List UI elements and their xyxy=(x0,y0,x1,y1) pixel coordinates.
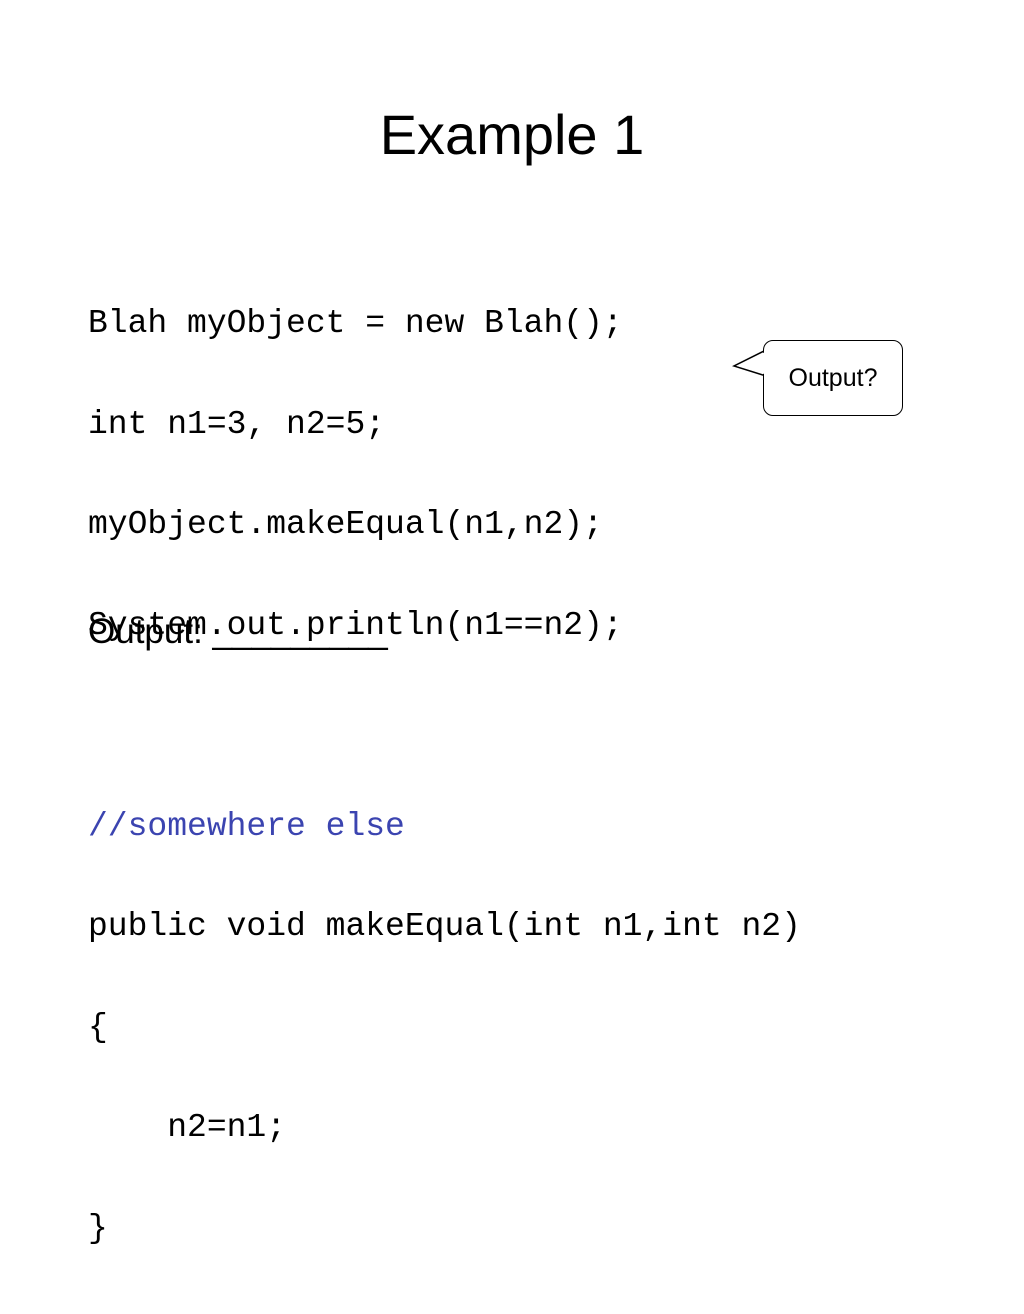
code-line: } xyxy=(88,1209,108,1247)
code-comment-line: //somewhere else xyxy=(88,807,405,845)
callout-tail-mask xyxy=(737,351,766,375)
slide-title: Example 1 xyxy=(379,103,645,166)
code-line: Blah myObject = new Blah(); xyxy=(88,305,623,342)
code-line: System.out.println(n1==n2); xyxy=(88,606,623,644)
code-line: n2=n1; xyxy=(88,1109,287,1146)
code-line: public void makeEqual(int n1,int n2) xyxy=(88,908,801,945)
code-block: Blah myObject = new Blah(); int n1=3, n2… xyxy=(88,240,801,1312)
slide: Example 1 Blah myObject = new Blah(); in… xyxy=(88,103,903,1245)
output-callout xyxy=(763,340,903,416)
code-blank-line xyxy=(88,709,801,743)
code-line: myObject.makeEqual(n1,n2); xyxy=(88,506,603,543)
code-line: { xyxy=(88,1008,108,1046)
code-line: int n1=3, n2=5; xyxy=(88,405,386,443)
output-answer-line: Output: _________ xyxy=(88,610,388,654)
output-label: Output: xyxy=(88,612,203,651)
callout-text: Output? xyxy=(788,364,878,392)
output-blank: _________ xyxy=(212,612,388,651)
